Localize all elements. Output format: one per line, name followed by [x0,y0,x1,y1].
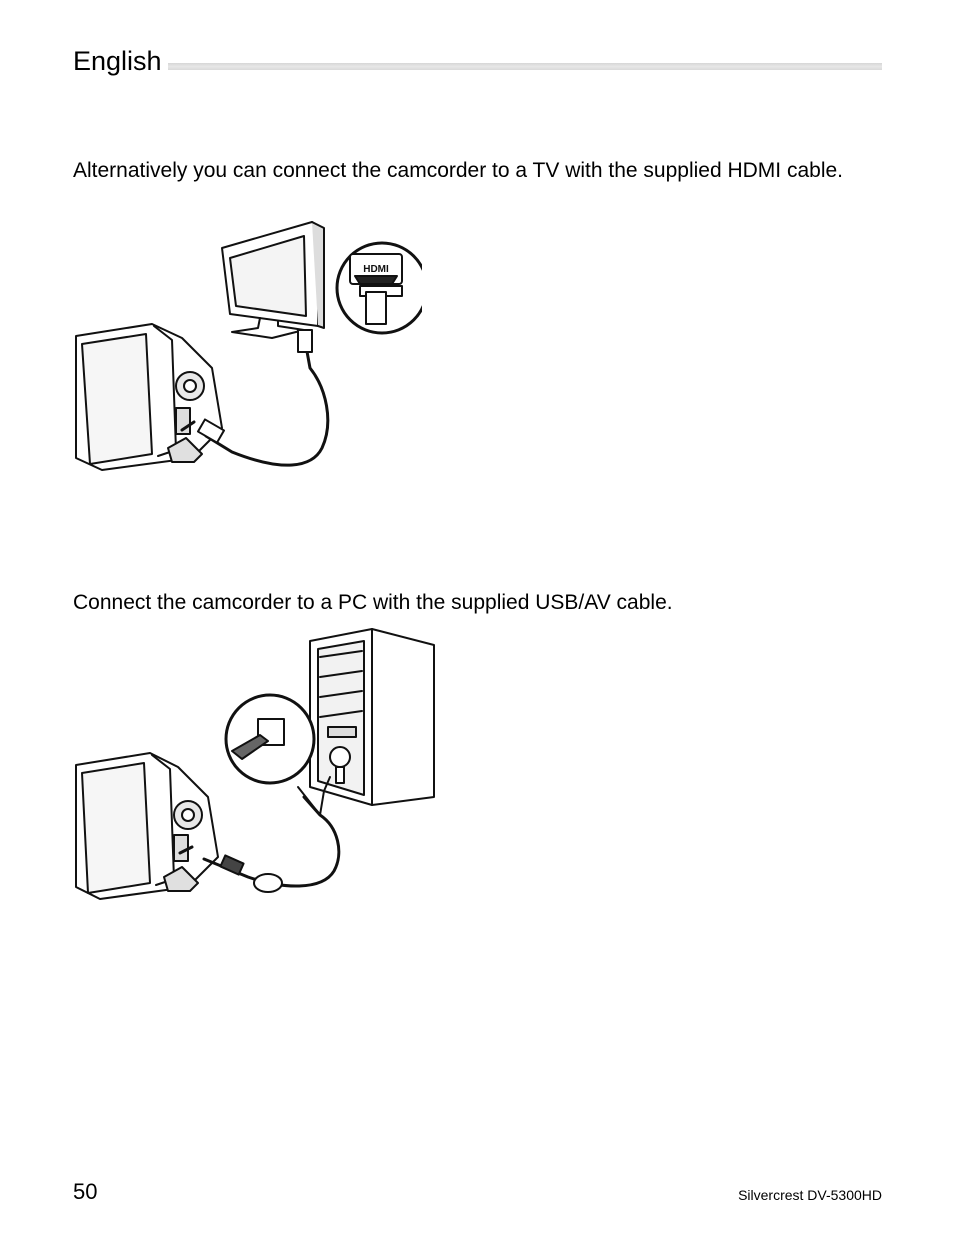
usb-instruction-text: Connect the camcorder to a PC with the s… [73,591,673,614]
hdmi-inset-label: HDMI [363,264,389,275]
usb-av-cable [202,795,341,888]
page-header-title: English [73,46,162,76]
product-model: Silvercrest DV-5300HD [738,1187,882,1203]
hdmi-instruction-text: Alternatively you can connect the camcor… [73,159,843,182]
page-number: 50 [73,1179,98,1204]
hdmi-connection-illustration: HDMI [75,221,422,471]
header-divider [168,63,882,70]
hdmi-cable [204,344,330,467]
usb-connection-illustration [75,628,435,900]
